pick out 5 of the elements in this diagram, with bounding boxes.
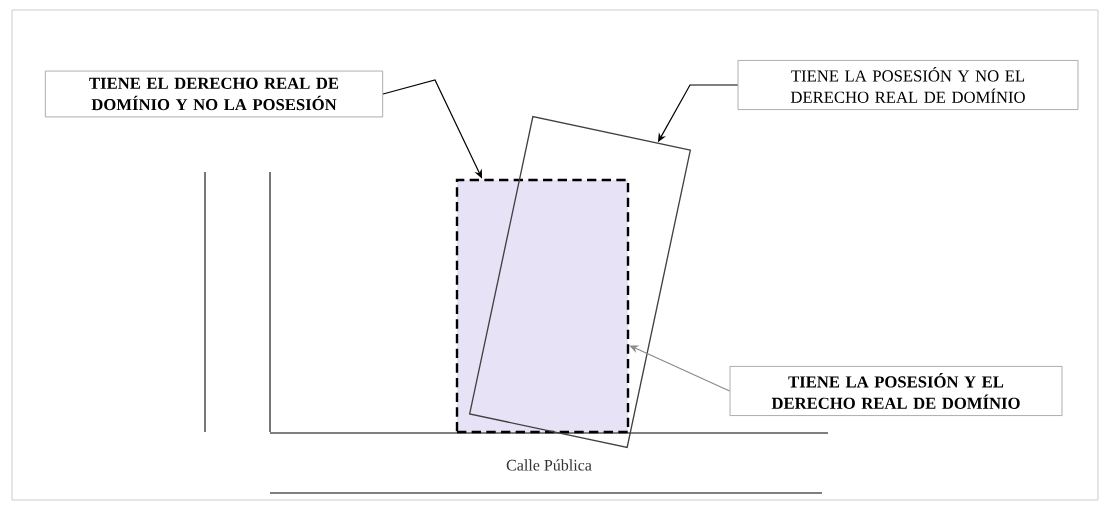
callout-box: TIENE EL DERECHO REAL DE DOMÍNIO Y NO LA POSESIÓN bbox=[44, 70, 384, 118]
callout-box: TIENE LA POSESIÓN Y NO EL DERECHO REAL DE DOMÍNIO bbox=[737, 60, 1079, 110]
dashed-rectangle bbox=[455, 178, 630, 434]
callout-box: TIENE LA POSESIÓN Y EL DERECHO REAL DE DOMÍNIO bbox=[729, 366, 1063, 416]
street-name: Calle Pública bbox=[506, 459, 592, 471]
